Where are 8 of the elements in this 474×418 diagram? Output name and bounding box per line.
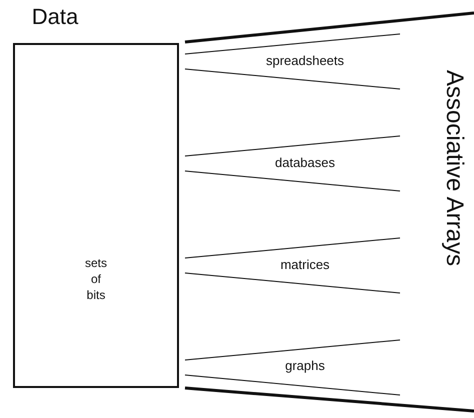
- box-text: sets of bits: [84, 255, 108, 303]
- wedge-label: databases: [274, 155, 336, 171]
- wedge-label: graphs: [284, 358, 326, 374]
- data-box: [13, 43, 179, 388]
- data-heading: Data: [30, 4, 80, 30]
- vertical-title: Associative Arrays: [440, 70, 468, 266]
- wedge-label: matrices: [279, 257, 331, 273]
- wedge-label: spreadsheets: [264, 53, 346, 69]
